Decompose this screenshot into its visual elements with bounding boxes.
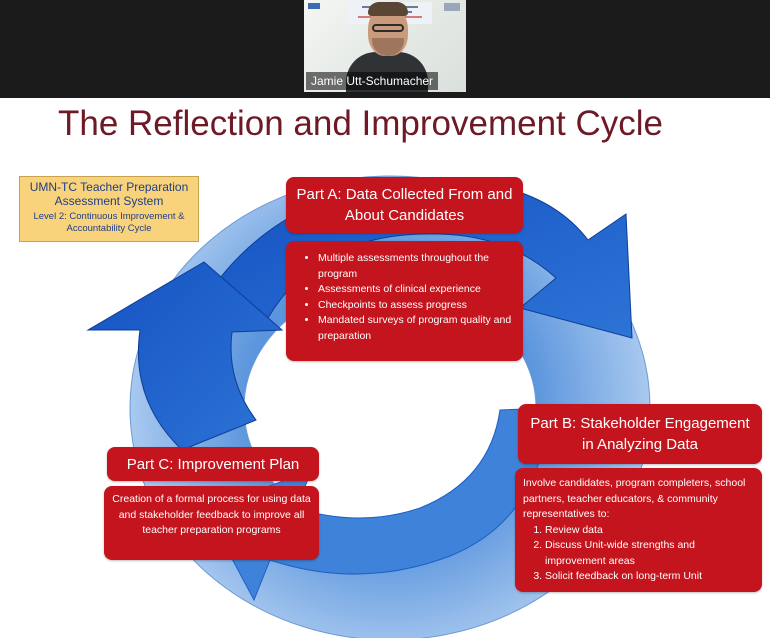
- info-box-line-1: UMN-TC Teacher Preparation: [29, 180, 189, 194]
- assessment-system-info-box: UMN-TC Teacher Preparation Assessment Sy…: [19, 176, 199, 242]
- part-b-body-box: Involve candidates, program completers, …: [515, 468, 762, 592]
- part-b-title: Part B: Stakeholder Engagement in Analyz…: [530, 415, 750, 453]
- list-item: Review data: [545, 523, 754, 539]
- list-item: Multiple assessments throughout the prog…: [318, 251, 515, 282]
- list-item: Assessments of clinical experience: [318, 282, 515, 298]
- info-box-line-2: Assessment System: [54, 194, 164, 208]
- cycle-arrow-left: [86, 261, 284, 451]
- part-a-title: Part A: Data Collected From and About Ca…: [296, 186, 513, 224]
- part-c-body: Creation of a formal process for using d…: [112, 493, 311, 536]
- info-box-line-4: Accountability Cycle: [66, 223, 152, 234]
- participant-video-tile[interactable]: Jamie Utt-Schumacher: [304, 0, 466, 92]
- part-c-title: Part C: Improvement Plan: [126, 455, 300, 473]
- part-a-bullet-list: Multiple assessments throughout the prog…: [294, 251, 515, 344]
- person-beard: [372, 38, 404, 56]
- part-b-title-box: Part B: Stakeholder Engagement in Analyz…: [518, 404, 762, 464]
- video-strip: Jamie Utt-Schumacher: [0, 0, 770, 98]
- list-item: Solicit feedback on long-term Unit: [545, 569, 754, 585]
- list-item: Mandated surveys of program quality and …: [318, 313, 515, 344]
- list-item: Discuss Unit-wide strengths and improvem…: [545, 538, 754, 569]
- part-b-step-list: Review data Discuss Unit-wide strengths …: [523, 523, 754, 585]
- list-item: Checkpoints to assess progress: [318, 298, 515, 314]
- badge-icon: [444, 3, 460, 11]
- part-c-body-box: Creation of a formal process for using d…: [104, 486, 319, 560]
- part-c-title-box: Part C: Improvement Plan: [107, 447, 319, 481]
- logo-icon: [308, 3, 320, 9]
- slide-title: The Reflection and Improvement Cycle: [58, 104, 663, 143]
- part-a-title-box: Part A: Data Collected From and About Ca…: [286, 177, 523, 233]
- person-hair: [368, 2, 408, 16]
- info-box-line-3: Level 2: Continuous Improvement &: [33, 211, 185, 222]
- glasses-icon: [372, 24, 404, 32]
- part-a-body-box: Multiple assessments throughout the prog…: [286, 241, 523, 361]
- participant-name-label: Jamie Utt-Schumacher: [306, 72, 439, 90]
- part-b-intro: Involve candidates, program completers, …: [523, 477, 746, 520]
